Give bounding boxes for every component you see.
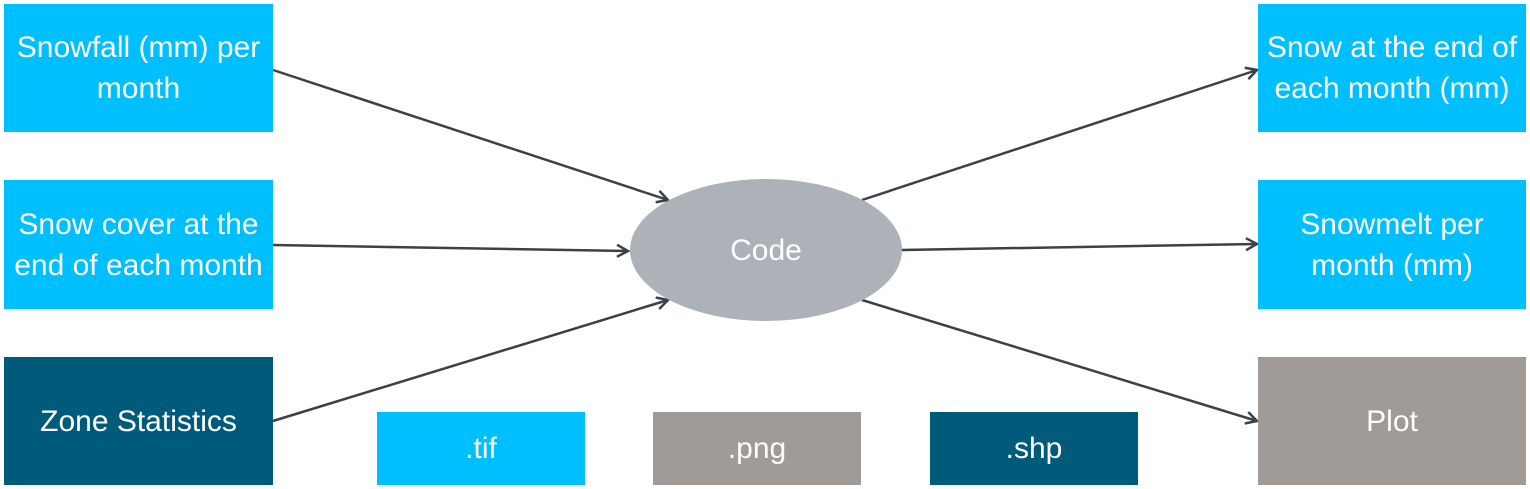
arrow-code-to-plot: [861, 298, 1257, 421]
code-label: Code: [730, 234, 802, 267]
legend-shp: .shp: [930, 412, 1138, 485]
arrow-zonestats-to-code: [272, 300, 668, 423]
arrow-code-to-snow-end: [861, 70, 1257, 202]
arrow-snowcover-to-code: [272, 243, 628, 251]
input-snow-cover: Snow cover at the end of each month: [4, 180, 273, 309]
output-snow-end-of-month: Snow at the end of each month (mm): [1258, 4, 1526, 132]
output-plot: Plot: [1258, 357, 1526, 485]
arrow-snowfall-to-code: [272, 68, 668, 200]
input-snowfall: Snowfall (mm) per month: [4, 4, 273, 132]
legend-png: .png: [653, 412, 861, 485]
arrow-code-to-snowmelt: [901, 244, 1257, 252]
code-ellipse: [630, 179, 902, 321]
legend-tif: .tif: [377, 412, 585, 485]
output-snowmelt: Snowmelt per month (mm): [1258, 180, 1526, 309]
input-zone-statistics: Zone Statistics: [4, 357, 273, 485]
